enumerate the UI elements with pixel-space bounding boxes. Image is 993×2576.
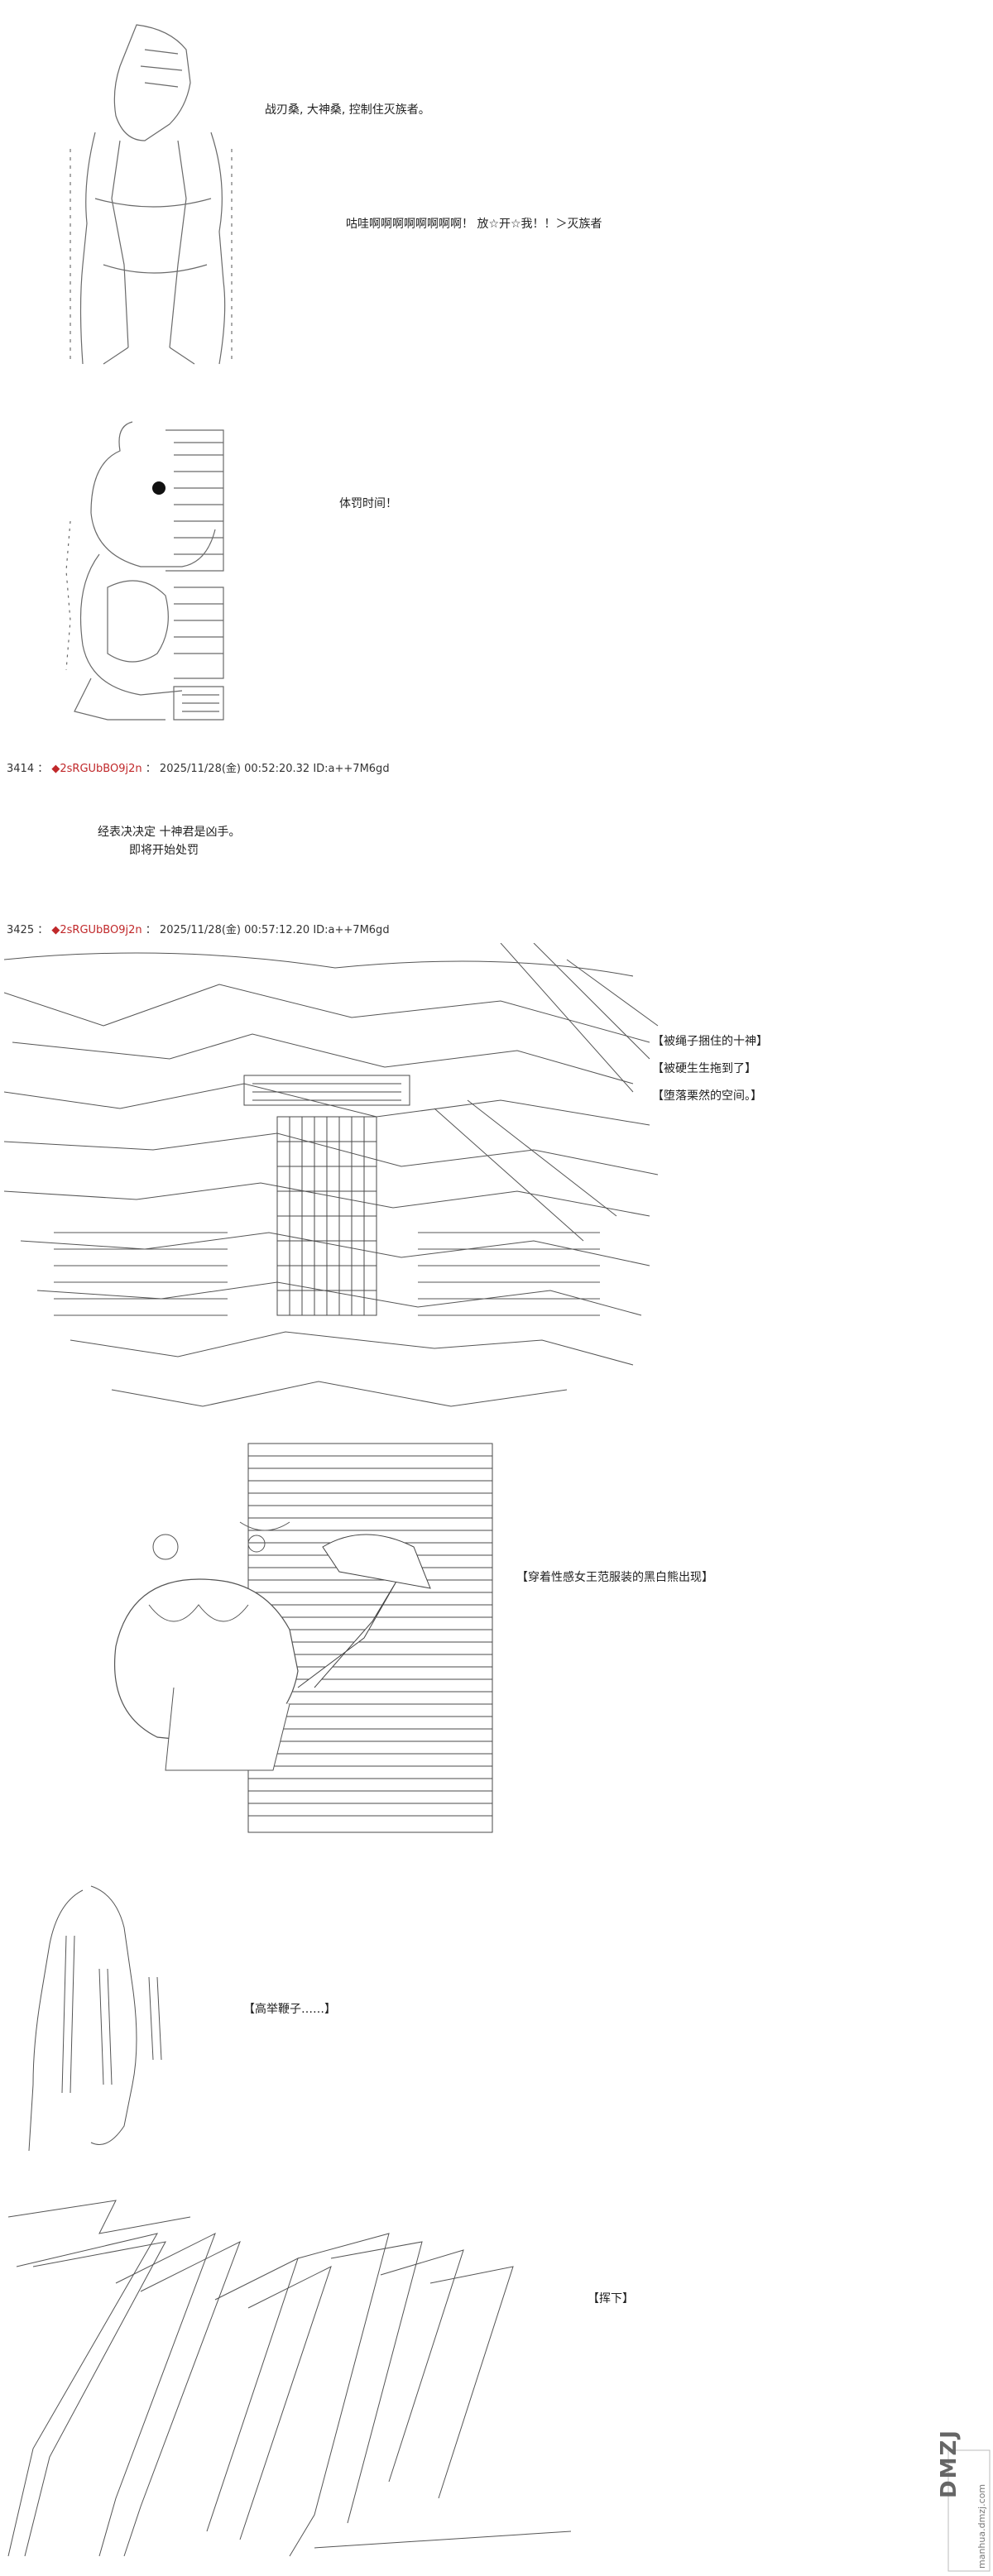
bear-eye — [152, 481, 166, 495]
dmzj-watermark-logo — [945, 2449, 993, 2573]
caption-tied-togami: 【被绳子捆住的十神】 — [652, 1035, 768, 1048]
caption-punishment-time: 体罚时间！ — [339, 497, 397, 510]
post-body-3414: 经表决决定 十神君是凶手。 即将开始处罚 — [98, 823, 240, 859]
post-number: 3414 — [7, 763, 35, 775]
ascii-art-whip-strike — [0, 2184, 571, 2564]
post-number: 3425 — [7, 924, 35, 936]
ascii-art-whip-raised — [17, 1878, 174, 2159]
caption-bear-queen: 【穿着性感女王范服装的黑白熊出现】 — [516, 1571, 713, 1584]
post-id: ID:a++7M6gd — [313, 924, 390, 936]
post-author[interactable]: ◆2sRGUbBO9j2n — [51, 763, 142, 775]
caption-whip-raised: 【高举鞭子……】 — [243, 2003, 336, 2016]
watermark-site: manhua.dmzj.com — [976, 2483, 987, 2569]
post-body-line-1: 经表决决定 十神君是凶手。 — [98, 826, 241, 839]
post-header-3425: 3425 ： ◆2sRGUbBO9j2n ： 2025/11/28(金) 00:… — [7, 924, 390, 936]
ascii-art-bear-queen — [99, 1439, 496, 1836]
ascii-art-bear — [58, 405, 273, 728]
caption-fallen-space: 【堕落栗然的空间。】 — [652, 1089, 762, 1103]
post-date: 2025/11/28(金) 00:52:20.32 — [159, 763, 310, 775]
post-body-line-2: 即将开始处罚 — [129, 844, 199, 857]
caption-dragged: 【被硬生生拖到了】 — [652, 1062, 756, 1075]
caption-exterminator-scream: 咕哇啊啊啊啊啊啊啊啊！ 放☆开☆我！！＞灭族者 — [346, 218, 602, 231]
ascii-art-character-top — [46, 17, 244, 372]
watermark-logo-text: DMZJ — [937, 2429, 962, 2498]
post-author[interactable]: ◆2sRGUbBO9j2n — [51, 924, 142, 936]
post-id: ID:a++7M6gd — [313, 763, 390, 775]
post-header-3414: 3414 ： ◆2sRGUbBO9j2n ： 2025/11/28(金) 00:… — [7, 763, 390, 775]
post-date: 2025/11/28(金) 00:57:12.20 — [159, 924, 310, 936]
caption-control-exterminator: 战刃桑, 大神桑, 控制住灭族者。 — [265, 103, 430, 117]
caption-strike-down: 【挥下】 — [588, 2292, 634, 2305]
ascii-art-cage-scene — [4, 943, 666, 1448]
